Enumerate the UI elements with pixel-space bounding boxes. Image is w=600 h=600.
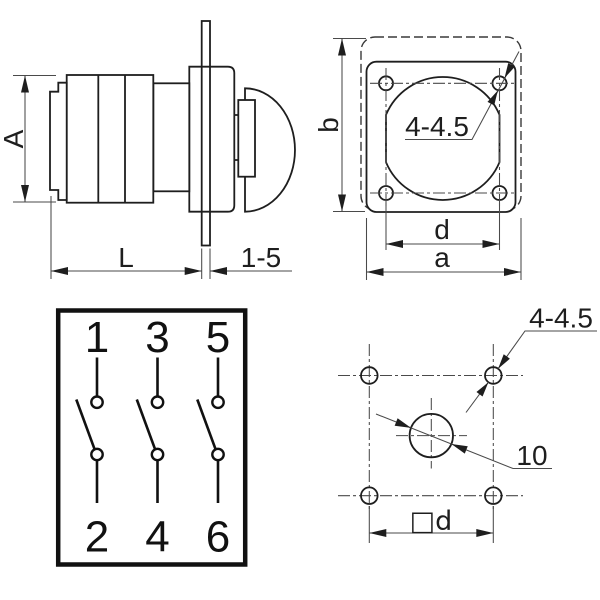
drill-holes-arrow-lower	[476, 382, 489, 397]
dim-panel-label: 1-5	[241, 242, 281, 273]
drill-centerlines	[338, 344, 523, 512]
pole-1-top-contact	[90, 395, 104, 410]
dim-b-label: b	[313, 117, 344, 133]
pole-3-blade	[196, 399, 217, 450]
dim-l-arrow-left	[51, 267, 68, 275]
dim-sqd-arrow-left	[369, 529, 387, 537]
dim-b-arrow-bottom	[338, 194, 346, 212]
dim-d-arrow-left	[386, 240, 403, 248]
hole-centerlines	[370, 68, 515, 208]
front-view: b d a 4-4.5	[313, 36, 522, 280]
shaft-step-lines	[234, 114, 239, 161]
shaft-block	[237, 99, 256, 178]
dim-sqd-label: □d	[410, 506, 453, 537]
drill-hole-bottom-left	[360, 486, 379, 505]
dim-l-label: L	[118, 242, 134, 273]
drill-hole-top-right	[484, 366, 503, 385]
flange	[188, 65, 236, 213]
center-hole-leader	[375, 413, 552, 470]
terminal-2: 2	[85, 513, 109, 562]
dim-panel-arrow	[210, 267, 227, 275]
dim-a-arrow-bottom	[21, 185, 29, 202]
body-hidden-outline	[360, 36, 522, 211]
terminal-5: 5	[206, 313, 230, 362]
pole-1-blade	[75, 399, 96, 450]
front-holes-leader	[405, 51, 520, 141]
end-cap	[49, 81, 68, 201]
knob-profile	[244, 87, 296, 213]
pole-2-blade	[135, 399, 157, 450]
dim-aa-arrow-right	[504, 268, 521, 276]
dim-d-label: d	[434, 214, 450, 245]
dim-a-extensions	[13, 74, 56, 203]
schematic-border	[55, 308, 248, 567]
center-hole-label: 10	[516, 440, 547, 471]
front-holes-label: 4-4.5	[405, 111, 469, 142]
pole-3-top-contact	[211, 395, 225, 410]
pole-3-bottom-contact	[211, 447, 225, 462]
pole-2-top-contact	[150, 395, 165, 410]
drill-holes-arrow-upper	[498, 354, 510, 369]
terminal-3: 3	[145, 313, 169, 362]
dim-l-extensions	[50, 196, 211, 279]
center-hole-arrow-right	[451, 444, 468, 454]
pole-1-bottom-contact	[90, 447, 104, 462]
drill-hole-bottom-right	[484, 486, 503, 505]
dim-aa-label: a	[434, 242, 450, 273]
terminal-6: 6	[206, 513, 230, 562]
neck	[152, 82, 191, 193]
side-view: A L 1-5	[0, 20, 296, 279]
drill-holes-label: 4-4.5	[529, 303, 593, 334]
front-holes-arrow-lower	[487, 90, 498, 106]
dim-d-extensions	[385, 203, 501, 250]
drill-hole-top-left	[360, 366, 379, 385]
dim-aa-arrow-left	[366, 268, 384, 276]
center-hole-arrow-left	[394, 418, 411, 428]
terminal-1: 1	[85, 313, 109, 362]
dim-b-arrow-top	[338, 38, 346, 56]
pole-1: 1 2	[75, 313, 109, 562]
terminal-4: 4	[145, 513, 169, 562]
drill-center-hole	[408, 412, 454, 459]
mounting-panel	[200, 20, 211, 247]
drill-view: 10 4-4.5 □d	[338, 303, 597, 543]
body-stack	[65, 74, 155, 204]
dim-aa-extensions	[365, 218, 522, 280]
dim-a-label: A	[0, 129, 29, 148]
dim-sqd-extensions	[368, 506, 494, 543]
dim-sqd-arrow-right	[476, 529, 494, 537]
dim-b-extensions	[333, 37, 366, 213]
dim-a-arrow-top	[21, 75, 29, 93]
pole-2-bottom-contact	[150, 447, 165, 462]
schematic: 1 2 3 4 5 6	[55, 308, 248, 567]
pole-3: 5 6	[196, 313, 230, 562]
front-holes-arrow-upper	[504, 63, 515, 79]
dim-d-arrow-right	[482, 240, 500, 248]
stack-dividers	[97, 75, 126, 203]
dim-l-arrow-right	[184, 267, 202, 275]
pole-2: 3 4	[135, 313, 170, 562]
